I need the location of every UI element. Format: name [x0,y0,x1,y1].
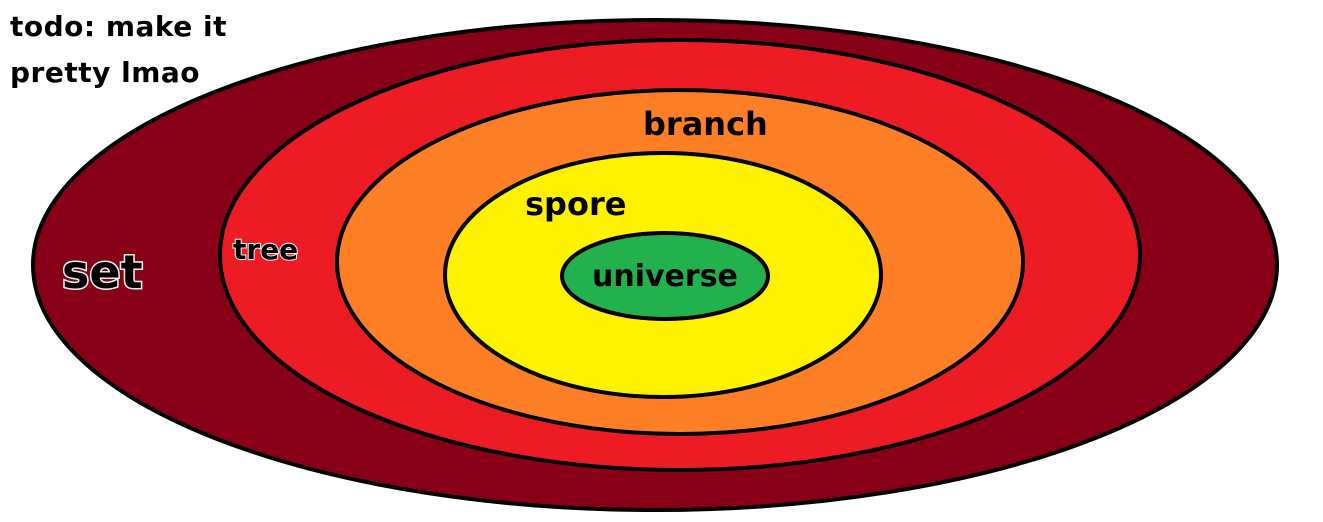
spore-label: spore [525,185,626,223]
tree-label: tree [233,233,298,266]
universe-label: universe [592,259,738,294]
universe-layer-ellipse [560,231,770,321]
set-label: set [62,245,143,299]
todo-note-line-1: todo: make it [10,10,228,43]
todo-note: todo: make it pretty lmao [10,4,227,96]
branch-label: branch [643,105,768,143]
todo-note-line-2: pretty lmao [10,56,201,89]
